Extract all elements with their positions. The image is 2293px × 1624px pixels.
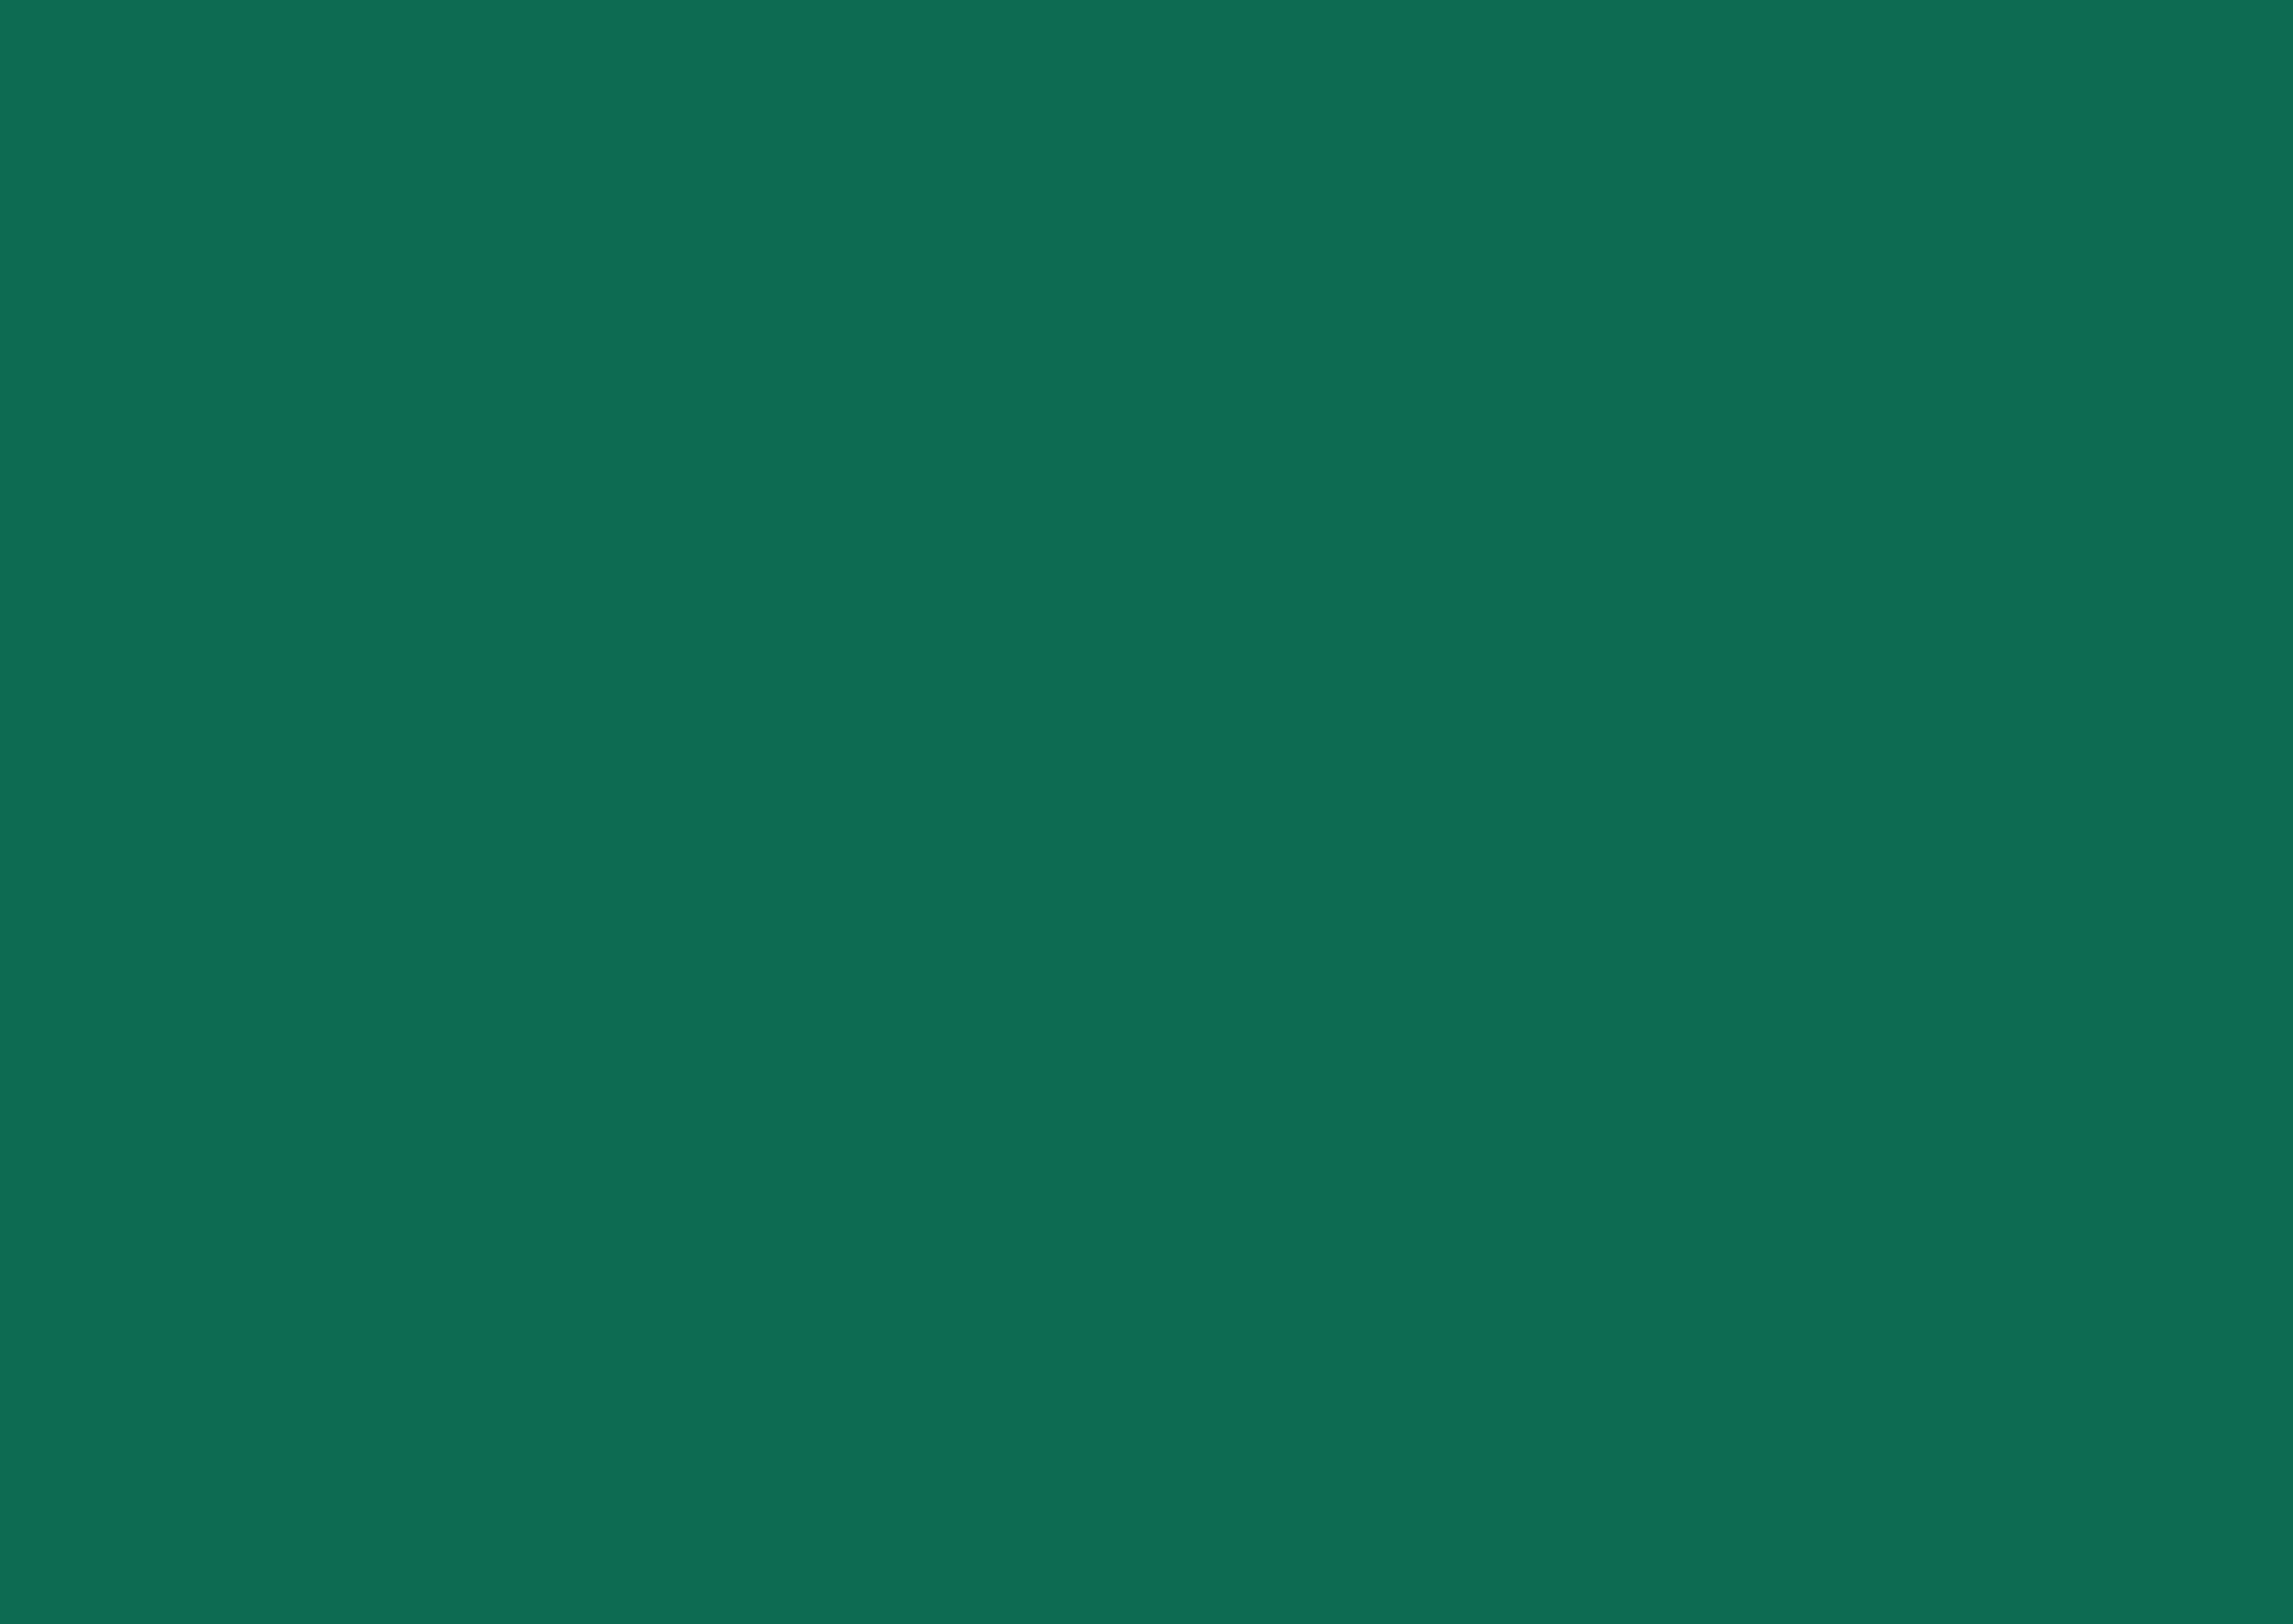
solid-green-background <box>0 0 2293 1624</box>
